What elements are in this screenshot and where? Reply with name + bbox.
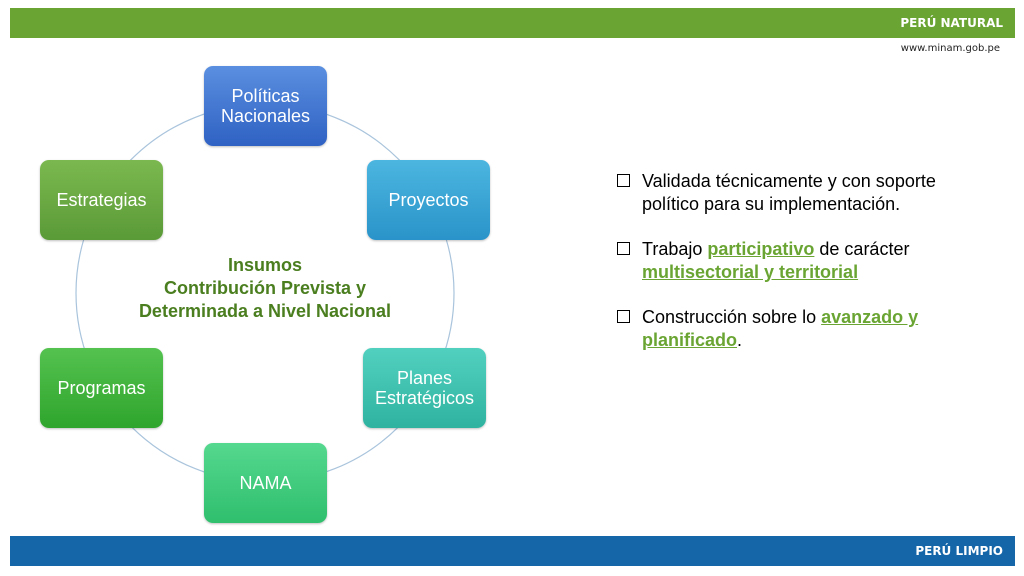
node-estrategias[interactable]: Estrategias [40, 160, 163, 240]
bullet-text-post: . [737, 330, 743, 350]
footer-brand: PERÚ LIMPIO [915, 544, 1003, 558]
bullet-item: Validada técnicamente y con soporte polí… [615, 170, 995, 216]
center-line-3: Determinada a Nivel Nacional [138, 301, 392, 321]
bullet-list: Validada técnicamente y con soporte polí… [615, 170, 995, 352]
node-programas-label: Programas [57, 378, 146, 398]
highlight-multisectorial: multisectorial y territorial [642, 262, 859, 282]
node-estrategias-label: Estrategias [56, 190, 147, 210]
node-planes-label: Planes Estratégicos [374, 368, 475, 408]
node-proyectos[interactable]: Proyectos [367, 160, 490, 240]
checkbox-bullet-icon [617, 310, 630, 323]
center-line-1: Insumos [227, 255, 302, 275]
node-planes-estrategicos[interactable]: Planes Estratégicos [363, 348, 486, 428]
cycle-center-text: Insumos Contribución Prevista y Determin… [120, 254, 410, 323]
checkbox-bullet-icon [617, 174, 630, 187]
node-programas[interactable]: Programas [40, 348, 163, 428]
node-politicas-label: Políticas Nacionales [220, 86, 311, 126]
node-nama[interactable]: NAMA [204, 443, 327, 523]
bullet-text: Validada técnicamente y con soporte polí… [642, 171, 936, 214]
website-url[interactable]: www.minam.gob.pe [900, 43, 1000, 54]
highlight-participativo: participativo [707, 239, 815, 259]
checkbox-bullet-icon [617, 242, 630, 255]
header-brand: PERÚ NATURAL [900, 16, 1003, 30]
bullet-text-pre: Construcción sobre lo [642, 307, 822, 327]
bullet-item: Trabajo participativo de carácter multis… [615, 238, 995, 284]
node-nama-label: NAMA [239, 473, 292, 493]
footer-bar: PERÚ LIMPIO [10, 536, 1015, 566]
node-proyectos-label: Proyectos [388, 190, 469, 210]
bullet-text-mid: de carácter [814, 239, 910, 259]
bullet-text-pre: Trabajo [642, 239, 708, 259]
bullet-item: Construcción sobre lo avanzado y planifi… [615, 306, 995, 352]
highlight-avanzado: avanzado y planificado [642, 307, 919, 350]
center-line-2: Contribución Prevista y [163, 278, 367, 298]
node-politicas-nacionales[interactable]: Políticas Nacionales [204, 66, 327, 146]
header-bar: PERÚ NATURAL [10, 8, 1015, 38]
